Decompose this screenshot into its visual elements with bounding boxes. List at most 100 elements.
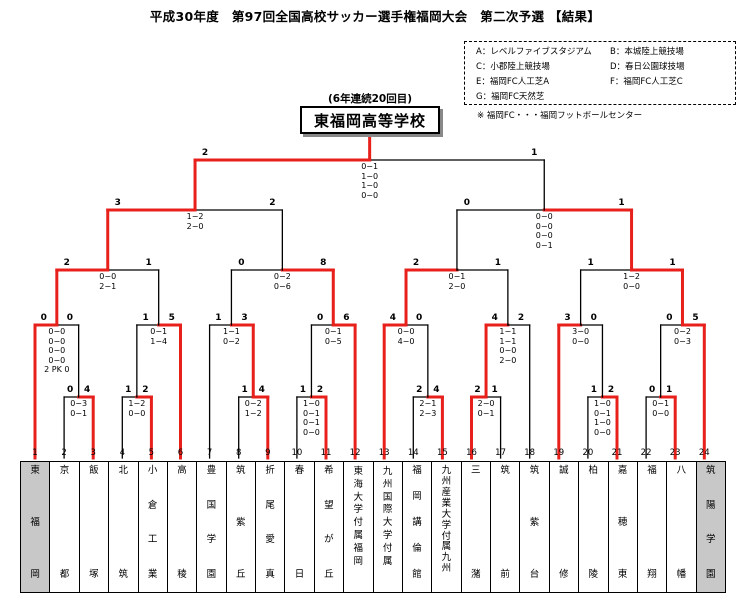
team-cell: 春日 [284, 461, 315, 593]
sf1-right-score: 2 [269, 198, 276, 208]
team-name-char: 学 [706, 534, 716, 546]
r2g-right-score: 0 [590, 313, 597, 323]
legend-venue-a: A：レベルファイブスタジアム [476, 47, 592, 57]
team-name: 希望が丘 [315, 462, 343, 584]
qf3-left-score: 2 [412, 258, 420, 268]
team-name: 誠修 [550, 462, 578, 584]
r2b-right-score: 5 [168, 313, 175, 323]
slot-number: 10 [291, 448, 303, 458]
team-name: 嘉穂東 [609, 462, 637, 584]
team-name-char: 誠 [559, 465, 569, 476]
qf2-right-score: 8 [320, 258, 327, 268]
team-cell: 筑前 [489, 461, 521, 593]
page-title: 平成30年度 第97回全国高校サッカー選手権福岡大会 第二次予選 【結果】 [149, 9, 601, 24]
r2g-left-score: 3 [564, 313, 571, 323]
team-cell: 誠修 [548, 461, 580, 593]
legend-venue-e: E：福岡FC人工芝A [476, 77, 550, 87]
team-name: 京都 [50, 462, 78, 584]
r1g-match-result: 1−0 0−1 1−0 0−0 [593, 399, 611, 437]
slot-number: 11 [320, 448, 332, 458]
team-name-char: 福 [412, 465, 422, 476]
r1e-right-score: 4 [433, 385, 440, 395]
team-name-char: 希 [324, 465, 334, 476]
slot-number: 8 [235, 448, 242, 458]
r2h-left-score: 0 [666, 313, 673, 323]
team-name-char: 高 [177, 465, 187, 476]
team-name: 東 海 大 学 付 属 福 岡 [353, 466, 364, 567]
team-name-char: 飯 [89, 465, 99, 476]
team-name-char: 筑 [529, 465, 540, 476]
team-cell: 北筑 [108, 461, 139, 593]
qf4-match-result: 1−2 0−0 [623, 272, 640, 291]
sf2-right-score: 1 [618, 198, 625, 208]
r2h-right-score: 5 [692, 313, 699, 323]
team-cell: 筑陽学園 [695, 461, 727, 593]
team-name-char: 嘉 [617, 465, 628, 476]
r1f-match-result: 2−0 0−1 [477, 399, 495, 418]
team-cell: 小倉工業 [137, 461, 168, 593]
r1f-left-score: 2 [474, 385, 481, 395]
team-name-char: 潴 [471, 569, 481, 581]
team-name-char: 塚 [89, 569, 99, 581]
team-name-char: 幡 [676, 569, 687, 581]
team-name-char: 都 [59, 569, 70, 581]
r2d-match-result: 0−1 0−5 [324, 327, 342, 346]
team-name: 折尾愛真 [256, 462, 284, 584]
r2a-left-score: 0 [40, 313, 47, 323]
team-table: 東福岡京都飯塚北筑小倉工業高稜豊国学園筑紫丘折尾愛真春日希望が丘東 海 大 学 … [19, 461, 727, 593]
r1a-match-result: 0−3 0−1 [70, 399, 88, 418]
r1h-match-result: 0−1 0−0 [652, 399, 670, 418]
legend-venue-d: D：春日公園球技場 [610, 62, 685, 72]
team-cell: 京都 [49, 461, 80, 593]
team-name-char: 館 [412, 569, 422, 580]
r1g-left-score: 1 [590, 385, 598, 395]
team-name: 春日 [285, 462, 313, 584]
r2b-left-score: 1 [142, 313, 149, 323]
r2e-match-result: 0−0 4−0 [397, 327, 415, 346]
qf1-match-result: 0−0 2−1 [99, 272, 117, 291]
team-name: 福翔 [638, 462, 666, 584]
r1b-left-score: 1 [125, 385, 132, 395]
r2a-right-score: 0 [66, 313, 74, 323]
slot-number: 23 [669, 448, 681, 458]
slot-number: 1 [32, 448, 38, 458]
r2a-match-result: 0−0 0−0 0−0 0−0 2 PK 0 [44, 327, 70, 374]
team-name-char: が [324, 534, 334, 546]
r2c-right-score: 3 [241, 313, 248, 323]
team-name-char: 岡 [30, 569, 40, 581]
slot-number: 19 [553, 448, 565, 458]
team-name-char: 福 [647, 465, 657, 476]
slot-number: 20 [582, 448, 594, 458]
team-name-char: 国 [206, 499, 217, 511]
r2e-right-score: 0 [415, 313, 423, 323]
team-name-char: 工 [147, 534, 158, 546]
team-name-char: 稜 [177, 569, 187, 581]
r1e-match-result: 2−1 2−3 [419, 399, 437, 418]
r2f-right-score: 2 [517, 313, 525, 323]
team-name-char: 筑 [706, 465, 716, 476]
r1a-right-score: 4 [84, 385, 91, 395]
sf2-left-score: 0 [463, 198, 471, 208]
team-cell: 福岡講倫館 [401, 461, 433, 593]
r2g-match-result: 3−0 0−0 [572, 327, 590, 346]
slot-number: 14 [407, 448, 419, 458]
r1b-match-result: 1−2 0−0 [128, 399, 146, 418]
slot-number: 18 [524, 448, 536, 458]
champion-note: (6年連続20回目) [327, 93, 412, 105]
team-name-char: 筑 [236, 465, 246, 476]
slot-number: 16 [466, 448, 477, 458]
team-name-char: 倫 [412, 543, 422, 554]
team-cell: 筑紫丘 [225, 461, 257, 593]
legend-venue-c: C：小郡陸上競技場 [476, 62, 550, 72]
venue-legend: A：レベルファイブスタジアム B：本城陸上競技場 C：小郡陸上競技場 D：春日公… [464, 41, 736, 105]
team-name: 東福岡 [21, 462, 49, 584]
slot-number: 9 [265, 448, 271, 458]
slot-number: 15 [436, 448, 448, 458]
team-cell: 東 海 大 学 付 属 福 岡 [343, 461, 374, 593]
team-name-char: 丘 [324, 569, 334, 581]
final-match-result: 0−1 1−0 1−0 0−0 [361, 162, 379, 200]
team-name-char: 京 [59, 465, 70, 476]
champion-name: 東福岡高等学校 [313, 111, 426, 130]
team-cell: 希望が丘 [313, 461, 345, 593]
team-name-char: 修 [559, 569, 569, 581]
